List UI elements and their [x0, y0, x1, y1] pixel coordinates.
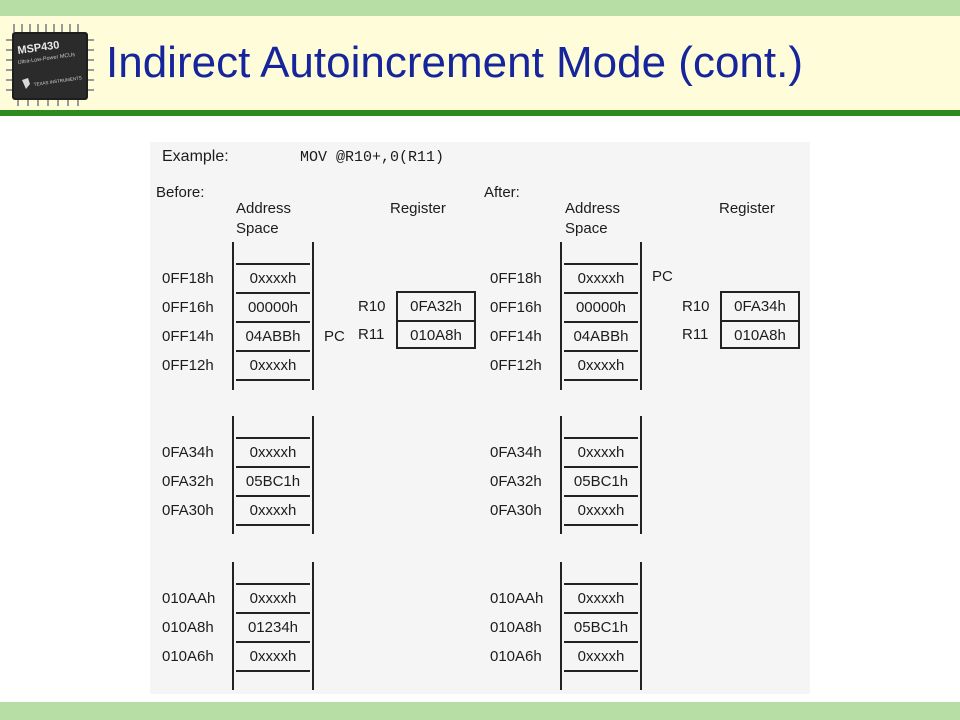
- memory-cell: 01234h: [236, 612, 310, 641]
- memory-cell: 04ABBh: [236, 321, 310, 350]
- memory-cell: 04ABBh: [564, 321, 638, 350]
- slide-header: [0, 16, 960, 110]
- before-rail-right-3: [312, 562, 314, 690]
- before-rail-left-3: [232, 562, 234, 690]
- after-heading: After:: [484, 184, 520, 201]
- memory-cell: 0xxxxh: [236, 350, 310, 381]
- example-label: Example:: [162, 148, 229, 165]
- before-rail-left-2: [232, 416, 234, 534]
- address-label: 0FF12h: [162, 357, 214, 374]
- memory-cell: 00000h: [236, 292, 310, 321]
- address-label: 0FF14h: [490, 328, 542, 345]
- msp430-chip-logo: MSP430 Ultra-Low-Power MCUs TEXAS INSTRU…: [6, 24, 94, 106]
- memory-cell: 00000h: [564, 292, 638, 321]
- after-rail-right-1: [640, 242, 642, 390]
- address-label: 0FF16h: [162, 299, 214, 316]
- address-label: 0FF18h: [162, 270, 214, 287]
- register-value: 010A8h: [410, 327, 462, 344]
- before-rail-left-1: [232, 242, 234, 390]
- address-label: 0FA32h: [490, 473, 542, 490]
- register-value: 0FA34h: [722, 293, 798, 322]
- top-band: [0, 0, 960, 16]
- address-label: 0FA30h: [162, 502, 214, 519]
- address-label: 0FF16h: [490, 299, 542, 316]
- address-label: 0FA32h: [162, 473, 214, 490]
- register-name: R10: [682, 298, 710, 315]
- chip-name-label: MSP430: [17, 39, 60, 57]
- address-label: 010A6h: [490, 648, 542, 665]
- register-name: R11: [358, 326, 385, 343]
- address-label: 010A6h: [162, 648, 214, 665]
- after-register-header: Register: [719, 200, 775, 217]
- address-label: 010A8h: [490, 619, 542, 636]
- address-label: 0FA30h: [490, 502, 542, 519]
- after-space-header: Space: [565, 220, 608, 237]
- after-rail-left-3: [560, 562, 562, 690]
- bottom-band: [0, 702, 960, 720]
- before-rail-right-2: [312, 416, 314, 534]
- address-label: 0FA34h: [162, 444, 214, 461]
- before-address-header: Address: [236, 200, 292, 217]
- address-label: 010AAh: [490, 590, 544, 607]
- after-rail-right-2: [640, 416, 642, 534]
- addressing-diagram: Example: MOV @R10+,0(R11) Before: Addres…: [150, 142, 810, 694]
- memory-cell: 0xxxxh: [236, 437, 310, 466]
- address-label: 0FF12h: [490, 357, 542, 374]
- address-label: 0FF18h: [490, 270, 542, 287]
- address-label: 0FF14h: [162, 328, 214, 345]
- memory-cell: 0xxxxh: [564, 641, 638, 672]
- memory-cell: 0xxxxh: [236, 495, 310, 526]
- memory-cell: 0xxxxh: [236, 641, 310, 672]
- before-register-header: Register: [390, 200, 446, 217]
- memory-cell: 05BC1h: [236, 466, 310, 495]
- memory-cell: 05BC1h: [564, 466, 638, 495]
- example-instruction: MOV @R10+,0(R11): [300, 149, 445, 166]
- address-label: 010AAh: [162, 590, 216, 607]
- before-space-header: Space: [236, 220, 279, 237]
- register-value: 010A8h: [734, 327, 786, 344]
- slide-title: Indirect Autoincrement Mode (cont.): [106, 38, 803, 87]
- after-rail-left-1: [560, 242, 562, 390]
- memory-cell: 0xxxxh: [564, 495, 638, 526]
- address-label: 010A8h: [162, 619, 214, 636]
- before-rail-right-1: [312, 242, 314, 390]
- vendor-label: TEXAS INSTRUMENTS: [33, 75, 82, 87]
- memory-cell: 05BC1h: [564, 612, 638, 641]
- before-heading: Before:: [156, 184, 205, 201]
- memory-cell: 0xxxxh: [236, 583, 310, 612]
- register-name: R10: [358, 298, 386, 315]
- after-pc-marker: PC: [652, 268, 673, 285]
- memory-cell: 0xxxxh: [564, 263, 638, 292]
- after-register-box: 0FA34h 010A8h: [720, 291, 800, 349]
- after-address-header: Address: [565, 200, 621, 217]
- before-register-box: 0FA32h 010A8h: [396, 291, 476, 349]
- memory-cell: 0xxxxh: [236, 263, 310, 292]
- address-label: 0FA34h: [490, 444, 542, 461]
- after-rail-right-3: [640, 562, 642, 690]
- register-value: 0FA32h: [398, 293, 474, 322]
- memory-cell: 0xxxxh: [564, 350, 638, 381]
- before-pc-marker: PC: [324, 328, 345, 345]
- header-rule: [0, 110, 960, 116]
- memory-cell: 0xxxxh: [564, 437, 638, 466]
- register-name: R11: [682, 326, 709, 343]
- memory-cell: 0xxxxh: [564, 583, 638, 612]
- ti-logo-icon: [22, 78, 30, 89]
- after-rail-left-2: [560, 416, 562, 534]
